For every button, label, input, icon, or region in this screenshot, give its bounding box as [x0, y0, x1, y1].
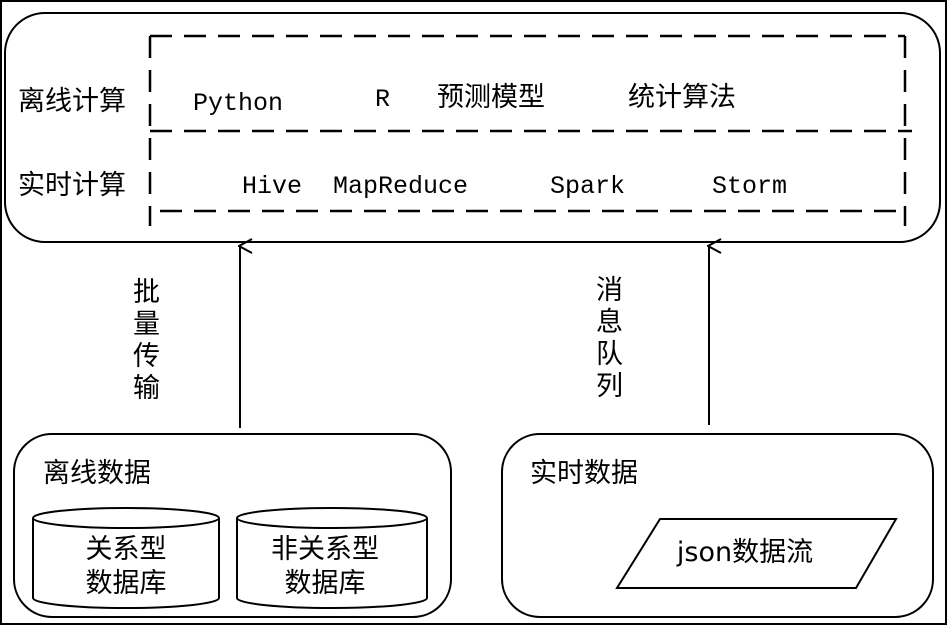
json-stream-label: json数据流	[676, 537, 813, 568]
batch-transfer-char: 批	[133, 277, 160, 308]
nonrelational-db-label-line2: 数据库	[285, 568, 366, 599]
compute-dashed-grid	[148, 34, 912, 226]
relational-db-cylinder	[32, 507, 220, 609]
nonrelational-db-cylinder	[236, 507, 428, 609]
offline-item-prediction-model: 预测模型	[437, 82, 545, 113]
realtime-item-spark: Spark	[550, 172, 625, 201]
batch-transfer-char: 量	[133, 309, 160, 340]
relational-db-label-line1: 关系型	[86, 534, 167, 565]
offline-item-statistical-algorithms: 统计算法	[628, 82, 736, 113]
batch-transfer-label: 批 量 传 输	[133, 277, 160, 404]
message-queue-label: 消 息 队 列	[596, 275, 623, 402]
offline-compute-label: 离线计算	[18, 86, 126, 117]
relational-db-label-line2: 数据库	[86, 568, 167, 599]
compute-layer-box	[4, 12, 941, 243]
message-queue-char: 息	[596, 307, 623, 338]
offline-item-python: Python	[193, 89, 283, 118]
message-queue-char: 队	[596, 339, 623, 370]
realtime-compute-label: 实时计算	[18, 170, 126, 201]
realtime-item-mapreduce: MapReduce	[333, 172, 468, 201]
offline-data-box	[13, 433, 452, 618]
realtime-item-hive: Hive	[242, 172, 302, 201]
batch-transfer-char: 传	[133, 341, 160, 372]
message-queue-char: 消	[596, 275, 623, 306]
realtime-data-title: 实时数据	[530, 458, 638, 489]
json-stream-shape	[615, 518, 898, 589]
realtime-item-storm: Storm	[712, 172, 787, 201]
offline-item-r: R	[375, 85, 390, 114]
offline-data-title: 离线数据	[43, 458, 151, 489]
nonrelational-db-label-line1: 非关系型	[271, 534, 379, 565]
realtime-data-box	[501, 433, 934, 618]
message-queue-char: 列	[596, 371, 623, 402]
batch-transfer-char: 输	[133, 373, 160, 404]
